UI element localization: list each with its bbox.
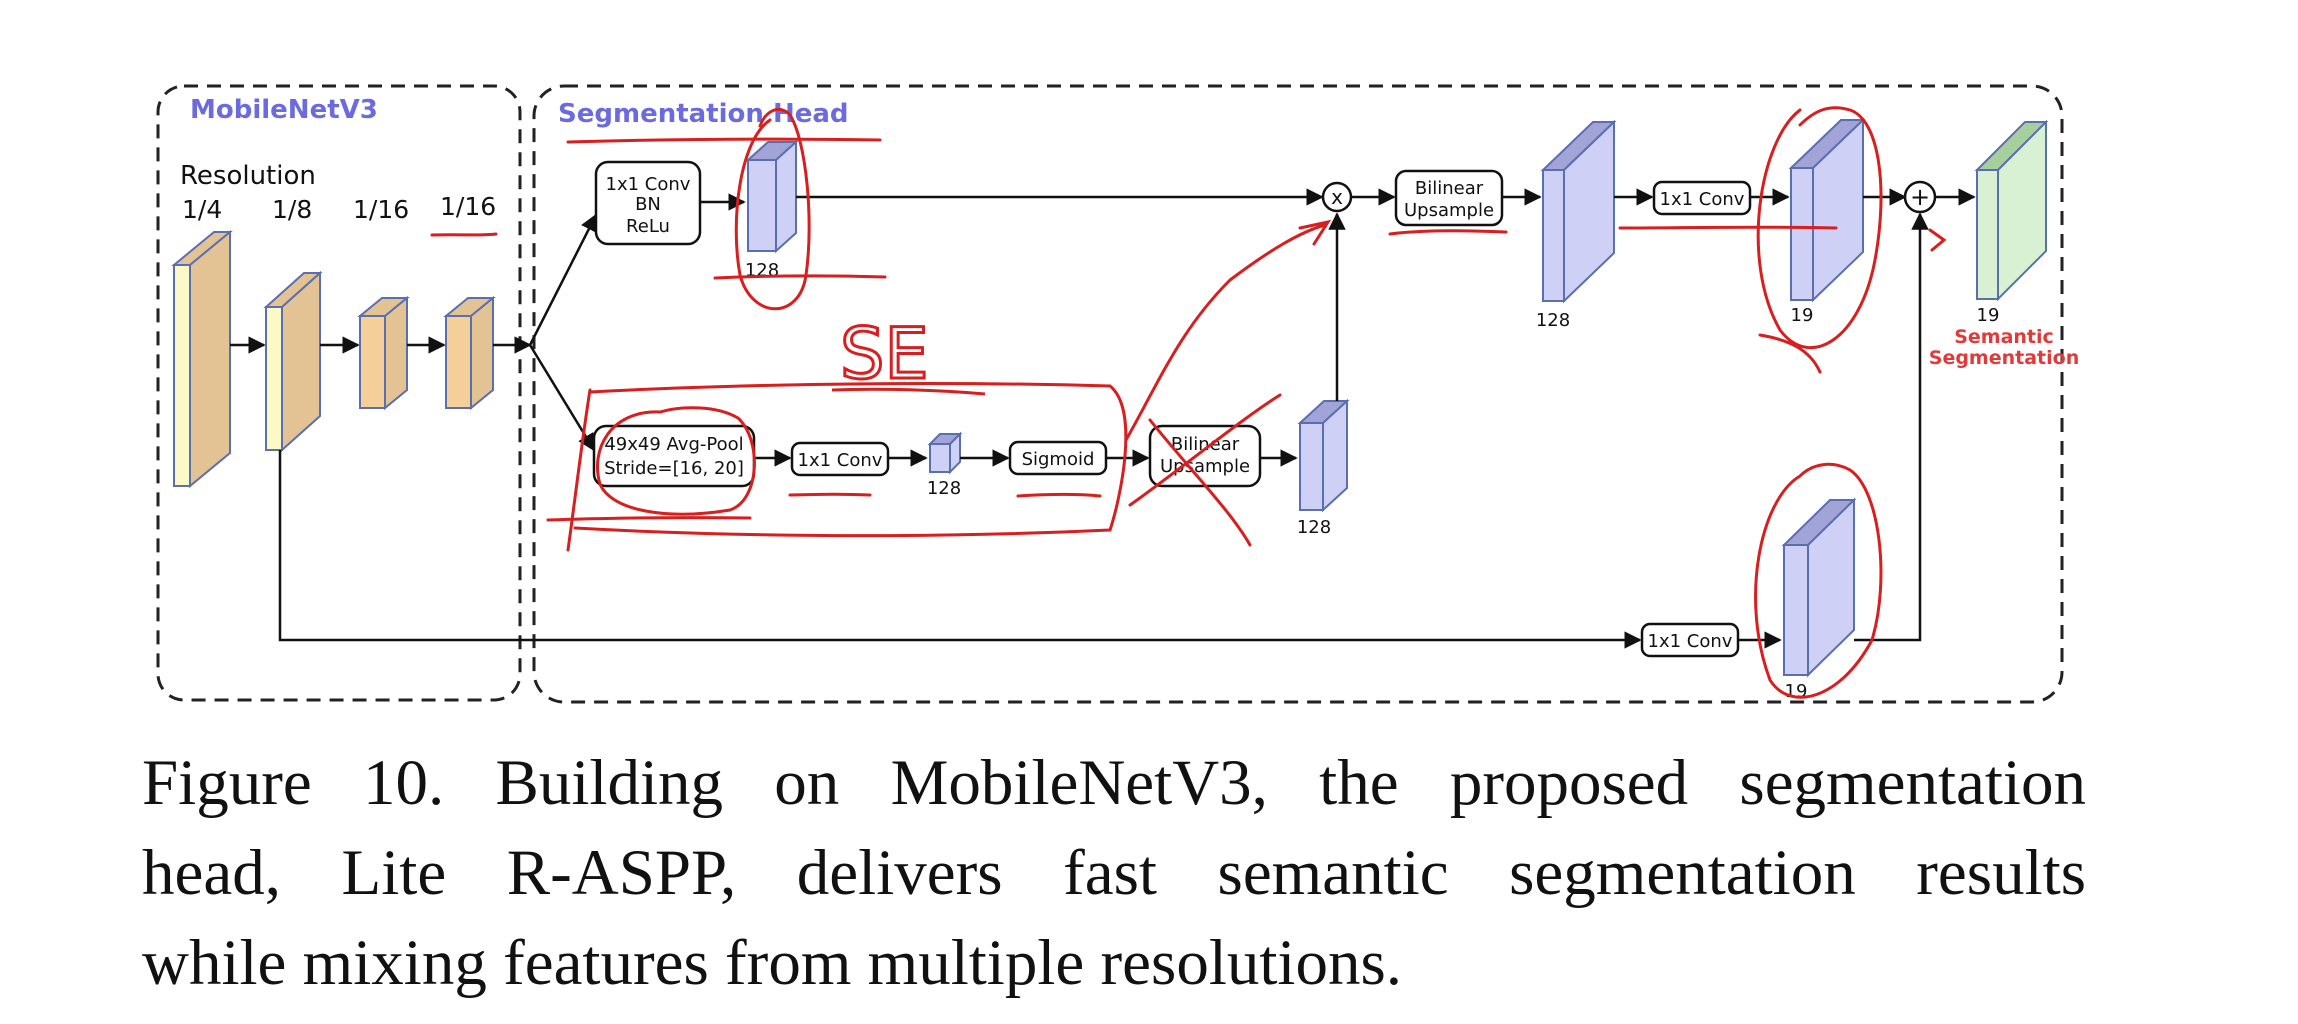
top-output-feature-19: [1788, 117, 1866, 303]
resolution-label: Resolution: [180, 161, 316, 191]
avg-pool-block: 49x49 Avg-Pool Stride=[16, 20]: [592, 424, 756, 488]
svg-text:Upsample: Upsample: [1404, 200, 1494, 221]
add-symbol: +: [1910, 183, 1930, 211]
conv-bn-relu-block: 1x1 Conv BN ReLu: [594, 160, 702, 246]
architecture-diagram: MobileNetV3 Segmentation Head Resolution…: [156, 84, 2079, 704]
handwritten-se-label: SE: [840, 313, 929, 395]
svg-text:Bilinear: Bilinear: [1171, 434, 1240, 455]
svg-text:1x1 Conv: 1x1 Conv: [1648, 631, 1733, 652]
se-vector-128: [927, 431, 963, 475]
backbone-feature-1-16-a: [357, 295, 410, 411]
sigmoid-block: Sigmoid: [1008, 440, 1108, 476]
svg-text:Stride=[16, 20]: Stride=[16, 20]: [604, 458, 744, 479]
caption-line-2: head, Lite R-ASPP, delivers fast semanti…: [142, 837, 2086, 909]
top-upsampled-feature-128: [1540, 119, 1617, 304]
backbone-group-box: [156, 84, 522, 702]
semantic-output-feature-19: [1974, 119, 2049, 302]
se-vector-channels: 128: [927, 478, 961, 499]
backbone-arrows: [230, 213, 1642, 649]
svg-text:1x1 Conv: 1x1 Conv: [798, 450, 883, 471]
caption-line-3: while mixing features from multiple reso…: [142, 927, 1403, 999]
svg-text:1x1 Conv: 1x1 Conv: [606, 174, 691, 195]
handwritten-annotations: [430, 106, 1947, 699]
skip-output-feature-19: [1781, 497, 1857, 678]
backbone-feature-1-16-b: [443, 295, 496, 411]
head-group-box: [532, 84, 2064, 704]
svg-text:1x1 Conv: 1x1 Conv: [1660, 189, 1745, 210]
skip-output-channels: 19: [1785, 681, 1808, 702]
svg-text:ReLu: ReLu: [626, 216, 670, 237]
se-upsampled-feature-128: [1297, 398, 1350, 513]
top-feature-128: [745, 139, 799, 254]
top-upsampled-channels: 128: [1536, 310, 1570, 331]
top-upsample-block: Bilinear Upsample: [1394, 169, 1504, 227]
svg-text:Sigmoid: Sigmoid: [1022, 449, 1095, 470]
resolution-1-16-a: 1/16: [353, 195, 409, 224]
backbone-feature-1-8: [263, 270, 323, 453]
backbone-title: MobileNetV3: [190, 95, 378, 125]
figure-caption: Figure 10. Building on MobileNetV3, the …: [142, 738, 2086, 1008]
svg-text:Bilinear: Bilinear: [1415, 178, 1484, 199]
backbone-feature-1-4: [171, 229, 233, 489]
head-title: Segmentation Head: [558, 99, 849, 129]
resolution-1-4: 1/4: [182, 195, 222, 224]
se-upsampled-channels: 128: [1297, 517, 1331, 538]
semantic-label-line1: Semantic: [1954, 326, 2054, 348]
skip-conv-block: 1x1 Conv: [1640, 622, 1740, 658]
handwritten-se-underline: [831, 387, 986, 396]
top-conv-block: 1x1 Conv: [1652, 180, 1752, 216]
semantic-label-line2: Segmentation: [1929, 347, 2079, 369]
top-output-channels: 19: [1791, 305, 1814, 326]
resolution-1-8: 1/8: [272, 195, 312, 224]
multiply-symbol: x: [1331, 185, 1343, 209]
svg-text:49x49 Avg-Pool: 49x49 Avg-Pool: [604, 434, 743, 455]
svg-text:BN: BN: [635, 194, 661, 215]
caption-line-1: Figure 10. Building on MobileNetV3, the …: [142, 747, 2086, 819]
resolution-1-16-b: 1/16: [440, 192, 496, 221]
semantic-output-channels: 19: [1977, 305, 2000, 326]
se-conv-block: 1x1 Conv: [790, 441, 890, 477]
